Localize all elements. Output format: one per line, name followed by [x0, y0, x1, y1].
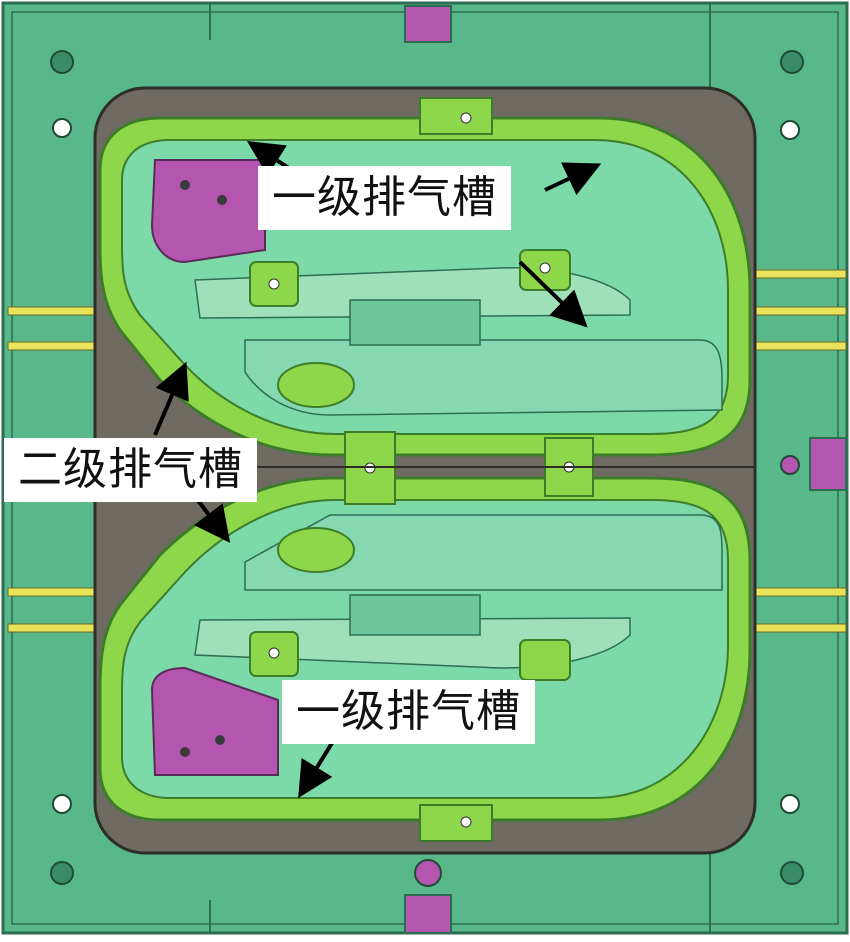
- label-secondary-vent: 二级排气槽: [4, 438, 257, 502]
- right-tab: [809, 437, 847, 491]
- corner-holes: [50, 50, 804, 887]
- upper-magenta-insert: [150, 159, 266, 264]
- bottom-tab: [404, 894, 452, 934]
- label-primary-vent-bottom: 一级排气槽: [282, 680, 535, 744]
- label-primary-vent-top: 一级排气槽: [258, 166, 511, 230]
- top-tab: [404, 5, 452, 43]
